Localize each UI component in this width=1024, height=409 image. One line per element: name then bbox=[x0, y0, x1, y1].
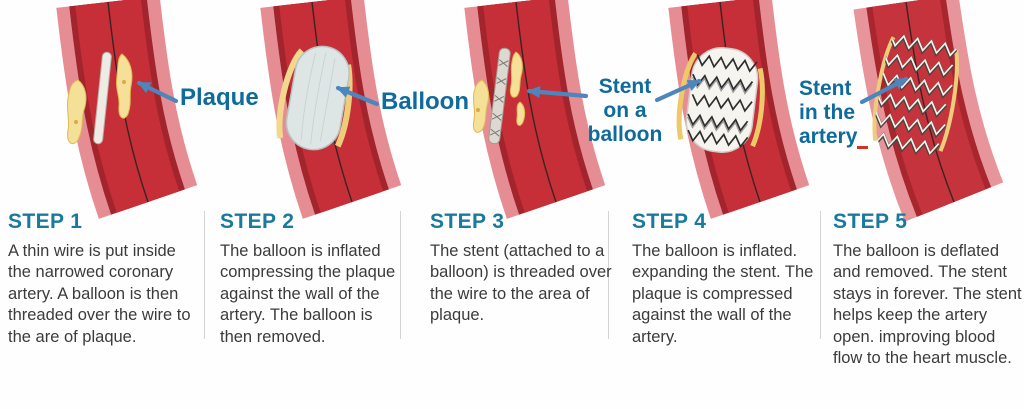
step-4-text: The balloon is inflated. expanding the s… bbox=[632, 242, 814, 346]
stent-crimp-marks bbox=[489, 59, 509, 137]
expanded-stent-group bbox=[676, 47, 765, 153]
annotation-arrows bbox=[136, 76, 909, 107]
stent-mesh-shadow bbox=[687, 76, 753, 135]
column-divider bbox=[204, 211, 205, 339]
plaque-arrow bbox=[136, 80, 179, 104]
step-5-title: STEP 5 bbox=[833, 210, 908, 233]
column-divider bbox=[820, 211, 821, 339]
guide-wire-line bbox=[905, 1, 955, 203]
artery-step5-illustration bbox=[846, 0, 1011, 222]
step-5-column: STEP 5 The balloon is deflated and remov… bbox=[833, 210, 1024, 370]
artery-step3-illustration bbox=[426, 0, 606, 219]
thin-wire bbox=[93, 51, 112, 145]
compressed-plaque-left bbox=[676, 52, 698, 140]
step-2-title: STEP 2 bbox=[220, 210, 295, 233]
artery-step4-svg bbox=[668, 0, 810, 219]
compressed-stent-on-wire bbox=[488, 47, 511, 145]
step-3-column: STEP 3 The stent (attached to a balloon)… bbox=[430, 210, 616, 327]
balloon-arrow bbox=[335, 85, 380, 107]
artery-step2-illustration bbox=[222, 0, 402, 219]
column-divider bbox=[608, 211, 609, 339]
step-2-text: The balloon is inflated compressing the … bbox=[220, 242, 396, 346]
step-2-column: STEP 2 The balloon is inflated compressi… bbox=[220, 210, 406, 348]
step-1-title: STEP 1 bbox=[8, 210, 83, 233]
balloon-label: Balloon bbox=[381, 88, 469, 115]
compressed-plaque-right bbox=[750, 67, 765, 148]
balloon-texture bbox=[300, 52, 336, 145]
step-1-text: A thin wire is put inside the narrowed c… bbox=[8, 242, 191, 346]
plaque-label: Plaque bbox=[180, 84, 259, 111]
plaque-deposits bbox=[472, 51, 526, 133]
stent-mesh-pattern bbox=[687, 54, 758, 149]
artery-step1-illustration bbox=[18, 0, 198, 219]
compressed-plaque-left bbox=[276, 48, 305, 139]
stent-in-artery-arrow bbox=[859, 76, 909, 105]
step-4-column: STEP 4 The balloon is inflated. expandin… bbox=[632, 210, 828, 348]
step-1-column: STEP 1 A thin wire is put inside the nar… bbox=[8, 210, 198, 348]
stent-in-artery-label: Stent in the artery bbox=[799, 77, 858, 149]
step-3-title: STEP 3 bbox=[430, 210, 505, 233]
step-4-title: STEP 4 bbox=[632, 210, 707, 233]
compressed-plaque-right bbox=[938, 50, 959, 152]
step-3-text: The stent (attached to a balloon) is thr… bbox=[430, 242, 612, 325]
step-5-text: The balloon is deflated and removed. The… bbox=[833, 242, 1022, 368]
artery-step4-illustration bbox=[630, 0, 810, 219]
artery-tube bbox=[464, 0, 606, 219]
artery-tube bbox=[853, 0, 1004, 222]
artery-step1-svg bbox=[56, 0, 198, 219]
stent-on-balloon-arrow-left bbox=[526, 85, 589, 99]
artery-step5-svg bbox=[853, 0, 1004, 222]
compressed-plaque-left bbox=[872, 36, 896, 141]
guide-wire-line bbox=[515, 1, 557, 203]
column-divider bbox=[400, 211, 401, 339]
artery-step3-svg bbox=[464, 0, 606, 219]
plaque-deposits bbox=[66, 53, 133, 145]
stent-on-balloon-label: Stent on a balloon bbox=[587, 75, 663, 147]
artery-step2-svg bbox=[260, 0, 402, 219]
balloon-group bbox=[276, 45, 353, 151]
steps-row: STEP 1 A thin wire is put inside the nar… bbox=[0, 210, 1024, 409]
stent-on-balloon-arrow-right bbox=[654, 78, 702, 103]
red-underline-mark bbox=[857, 146, 868, 149]
